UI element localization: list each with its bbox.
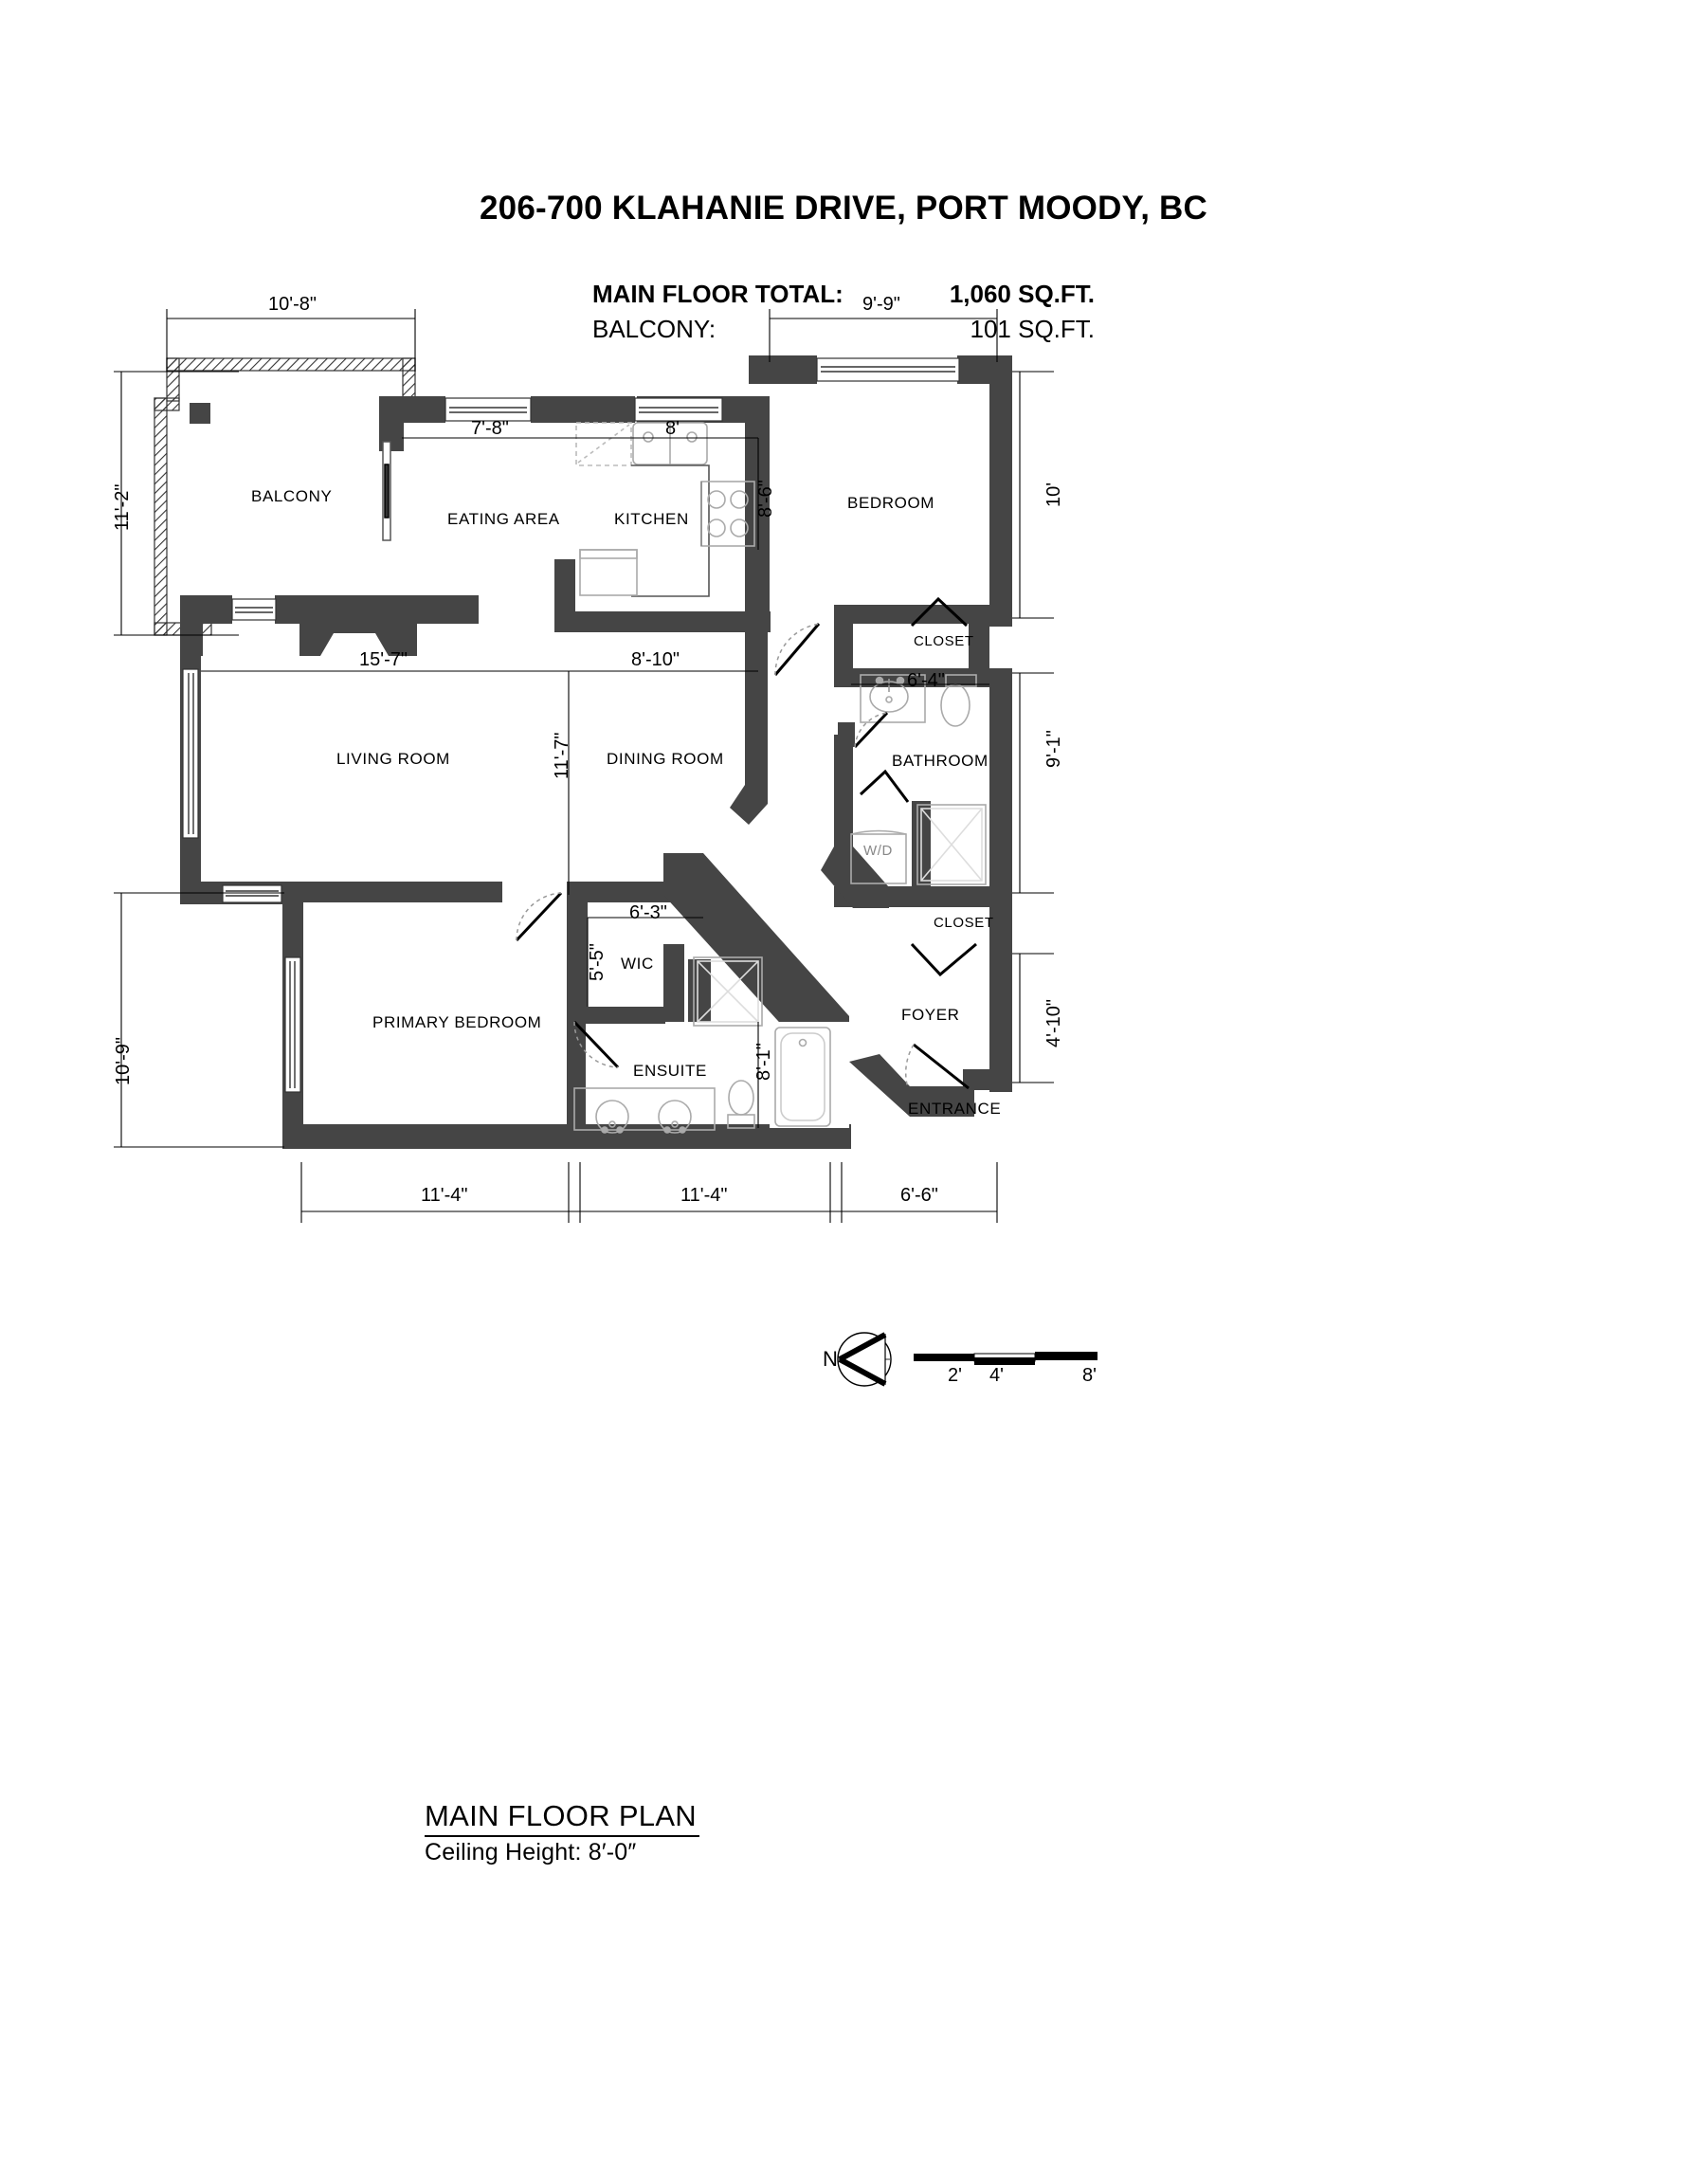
ceiling-height-note: Ceiling Height: 8′-0″ — [425, 1839, 637, 1866]
room-label-primary-bedroom: PRIMARY BEDROOM — [372, 1013, 542, 1031]
room-label-living-room: LIVING ROOM — [336, 750, 450, 768]
wic-door — [572, 1020, 620, 1069]
foyer-closet-door — [910, 942, 977, 977]
dim-wic-width: 6'-3" — [629, 902, 667, 923]
dim-kitchen-width: 8' — [665, 418, 680, 439]
balcony-slider-door — [382, 441, 391, 541]
dim-eating-area-width: 7'-8" — [471, 418, 509, 439]
dimension-lines — [114, 309, 1054, 1223]
dim-ensuite-depth: 8'-1" — [753, 1043, 774, 1081]
ensuite-toilet-icon — [727, 1080, 755, 1129]
room-label-bedroom: BEDROOM — [847, 494, 935, 512]
room-label-ensuite: ENSUITE — [633, 1062, 707, 1080]
bedroom-door — [773, 623, 822, 676]
balcony-area-label: BALCONY: — [592, 314, 717, 343]
sheet-header: 206-700 KLAHANIE DRIVE, PORT MOODY, BC M… — [0, 0, 1687, 347]
room-label-eating-area: EATING AREA — [447, 510, 560, 528]
dim-wic-depth: 5'-5" — [587, 943, 608, 981]
dim-balcony-depth: 11'-2" — [112, 483, 133, 531]
range-icon — [700, 481, 755, 547]
room-label-balcony: BALCONY — [251, 487, 333, 505]
room-label-kitchen: KITCHEN — [614, 510, 689, 528]
ensuite-shower-icon — [693, 956, 763, 1027]
dim-bathroom-depth: 9'-1" — [1043, 730, 1064, 768]
dim-balcony-width: 10'-8" — [268, 294, 317, 315]
room-label-wic: WIC — [621, 955, 654, 973]
bathroom-door — [853, 711, 910, 803]
shower-icon — [916, 804, 987, 885]
scale-bar — [914, 1352, 1097, 1365]
plan-caption: MAIN FLOOR PLAN — [425, 1799, 697, 1832]
dim-kitchen-depth: 8'-6" — [755, 480, 776, 518]
dim-primary-bedroom-depth: 10'-9" — [113, 1037, 134, 1085]
refrigerator-icon — [575, 422, 632, 466]
area-summary: MAIN FLOOR TOTAL: 1,060 SQ.FT. BALCONY: … — [592, 277, 1095, 347]
dishwasher-icon — [579, 549, 638, 596]
bathtub-icon — [774, 1027, 831, 1127]
main-floor-total-label: MAIN FLOOR TOTAL: — [592, 280, 844, 308]
room-label-closet-bedroom: CLOSET — [914, 633, 974, 649]
room-label-bathroom: BATHROOM — [892, 752, 989, 770]
appliance-label-wd: W/D — [863, 843, 893, 859]
room-label-foyer: FOYER — [901, 1006, 960, 1024]
page-title: 206-700 KLAHANIE DRIVE, PORT MOODY, BC — [479, 190, 1208, 227]
dim-bathroom-width: 6'-4" — [907, 670, 945, 691]
compass-north-label: N — [823, 1347, 839, 1371]
ensuite-vanity-icon — [573, 1087, 716, 1134]
balcony-area-row: BALCONY: 101 SQ.FT. — [592, 312, 1095, 347]
walls-group — [154, 355, 1012, 1149]
scale-tick-8ft: 8' — [1082, 1365, 1097, 1386]
washer-dryer-icon — [850, 829, 907, 884]
caption-divider — [425, 1835, 699, 1837]
dim-bottom-left: 11'-4" — [421, 1185, 468, 1206]
bathroom-sink-icon — [860, 674, 926, 723]
bedroom-closet-door — [910, 596, 969, 628]
fixtures-group — [573, 422, 987, 1134]
primary-bedroom-door — [515, 891, 563, 942]
dim-bottom-middle: 11'-4" — [680, 1185, 728, 1206]
doors-group — [382, 441, 977, 1090]
scale-tick-4ft: 4' — [989, 1365, 1004, 1386]
dim-foyer-depth: 4'-10" — [1043, 999, 1064, 1047]
compass-rose — [837, 1332, 892, 1387]
dim-dining-room-width: 8'-10" — [631, 649, 680, 670]
room-label-dining-room: DINING ROOM — [607, 750, 724, 768]
main-floor-total-row: MAIN FLOOR TOTAL: 1,060 SQ.FT. — [592, 277, 1095, 312]
dim-bottom-right: 6'-6" — [900, 1185, 938, 1206]
dim-living-room-depth: 11'-7" — [552, 732, 572, 779]
kitchen-sink-icon — [632, 422, 708, 465]
dim-bedroom-depth: 10' — [1043, 482, 1064, 507]
balcony-area-value: 101 SQ.FT. — [970, 314, 1096, 343]
scale-tick-2ft: 2' — [948, 1365, 962, 1386]
sheet-footer: MAIN FLOOR PLAN Ceiling Height: 8′-0″ — [425, 1799, 699, 1866]
dim-bedroom-width: 9'-9" — [862, 294, 900, 315]
entrance-door — [904, 1043, 970, 1090]
dim-living-room-width: 15'-7" — [359, 649, 408, 670]
room-label-closet-foyer: CLOSET — [934, 915, 994, 931]
room-label-entrance: ENTRANCE — [908, 1100, 1002, 1118]
main-floor-total-value: 1,060 SQ.FT. — [949, 280, 1095, 308]
